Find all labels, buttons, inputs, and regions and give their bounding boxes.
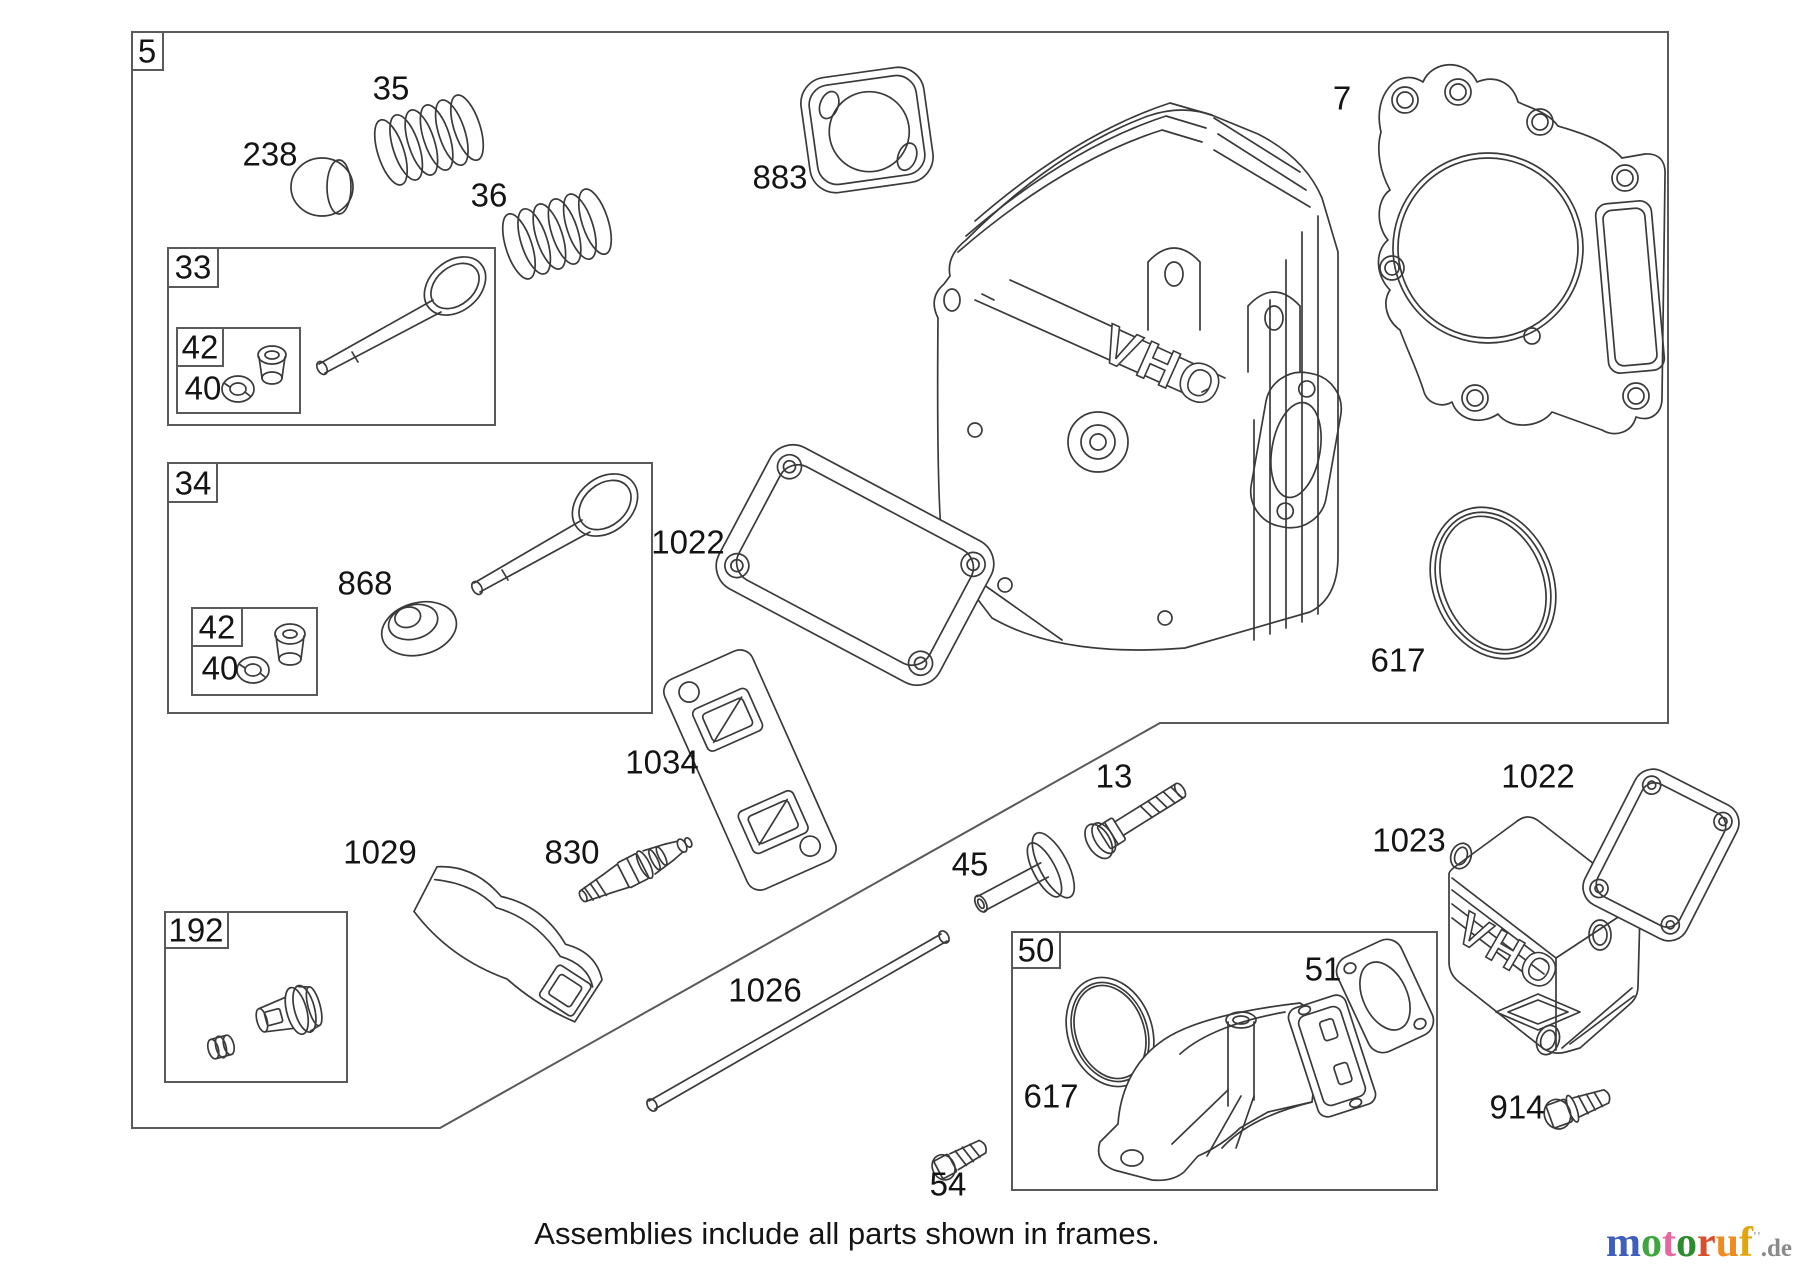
exhaust-gasket-883 xyxy=(800,66,934,194)
motoruf-logo-letter: o xyxy=(1675,1220,1697,1266)
main-frame-5 xyxy=(131,31,1669,1129)
callout-868: 868 xyxy=(337,564,393,602)
manifold-bolt-54 xyxy=(931,1139,987,1181)
push-rod-1026 xyxy=(646,930,950,1112)
cover-bolt-914 xyxy=(1543,1088,1611,1130)
o-ring-617-head xyxy=(1429,506,1557,660)
callout-5: 5 xyxy=(137,32,157,70)
callout-35: 35 xyxy=(372,69,410,107)
breather-plate-1034 xyxy=(663,649,837,891)
callout-1029: 1029 xyxy=(343,833,417,871)
valve-cover-gasket-1022-head xyxy=(715,443,995,687)
motoruf-logo-letter: t xyxy=(1661,1220,1676,1266)
valve-washer-40-intake xyxy=(236,656,270,684)
motoruf-logo-mark: '' xyxy=(1752,1230,1761,1245)
valve-tappet-45 xyxy=(973,831,1076,913)
callout-914: 914 xyxy=(1489,1088,1545,1126)
frame-34-intake-valve xyxy=(167,462,653,714)
motoruf-logo-letters: motoruf xyxy=(1606,1220,1753,1266)
valve-spring-36 xyxy=(501,188,613,280)
callout-50: 50 xyxy=(1017,931,1055,969)
oil-fitting-192 xyxy=(255,984,323,1036)
frame-33-exhaust-valve xyxy=(167,247,496,426)
figure-caption: Assemblies include all parts shown in fr… xyxy=(534,1216,1160,1251)
head-bolt-13 xyxy=(1084,782,1187,860)
motoruf-logo-letter: f xyxy=(1738,1220,1753,1266)
intake-manifold-drawing xyxy=(1097,994,1377,1182)
head-gasket-7 xyxy=(1377,63,1666,435)
valve-retainer-42-intake xyxy=(274,623,306,666)
callout-40-exhaust: 40 xyxy=(184,369,222,407)
motoruf-logo: motoruf''.de xyxy=(1606,1222,1792,1264)
callout-33: 33 xyxy=(174,248,212,286)
valve-spring-35 xyxy=(373,94,485,186)
frame-50-intake-manifold xyxy=(1011,931,1438,1191)
cylinder-head-drawing: OHV xyxy=(933,102,1343,651)
callout-192: 192 xyxy=(168,911,224,949)
callout-238: 238 xyxy=(242,135,298,173)
valve-cover-gasket-1022-cover xyxy=(1582,768,1740,942)
callout-36: 36 xyxy=(470,176,508,214)
valve-seal-868 xyxy=(380,600,458,657)
callout-42-exhaust: 42 xyxy=(181,328,219,366)
callout-13: 13 xyxy=(1095,757,1133,795)
motoruf-logo-suffix: .de xyxy=(1760,1235,1792,1262)
callout-42-intake: 42 xyxy=(198,608,236,646)
spark-plug-830 xyxy=(578,836,693,903)
callout-1022-head: 1022 xyxy=(651,523,725,561)
callout-1023: 1023 xyxy=(1372,821,1446,859)
head-gasket-bolt-holes xyxy=(1379,78,1650,412)
valve-cap-238 xyxy=(290,157,354,217)
valve-retainer-42-exhaust xyxy=(257,345,287,385)
rocker-baffle-1029 xyxy=(413,865,603,1023)
callout-1034: 1034 xyxy=(625,743,699,781)
callout-7: 7 xyxy=(1332,79,1352,117)
frame-label-box-5 xyxy=(131,31,164,71)
callout-45: 45 xyxy=(951,845,989,883)
callout-34: 34 xyxy=(174,464,212,502)
callout-617-manifold: 617 xyxy=(1023,1077,1079,1115)
plug-nut-192 xyxy=(206,1034,236,1060)
valve-washer-40-exhaust xyxy=(221,375,255,403)
callout-883: 883 xyxy=(752,158,808,196)
motoruf-logo-letter: u xyxy=(1715,1220,1739,1266)
callout-54: 54 xyxy=(929,1165,967,1203)
manifold-gasket-51 xyxy=(1335,938,1435,1054)
intake-valve-drawing xyxy=(470,473,639,596)
frame-192-plug-kit xyxy=(164,911,348,1083)
callout-830: 830 xyxy=(544,833,600,871)
motoruf-logo-letter: r xyxy=(1696,1220,1716,1266)
callout-1026: 1026 xyxy=(728,971,802,1009)
callout-617-head: 617 xyxy=(1370,641,1426,679)
callout-40-intake: 40 xyxy=(201,649,239,687)
callout-51: 51 xyxy=(1304,950,1342,988)
callout-1022-cover: 1022 xyxy=(1501,757,1575,795)
motoruf-logo-letter: m xyxy=(1605,1220,1641,1266)
motoruf-logo-letter: o xyxy=(1640,1220,1662,1266)
exhaust-valve-drawing xyxy=(315,256,487,376)
